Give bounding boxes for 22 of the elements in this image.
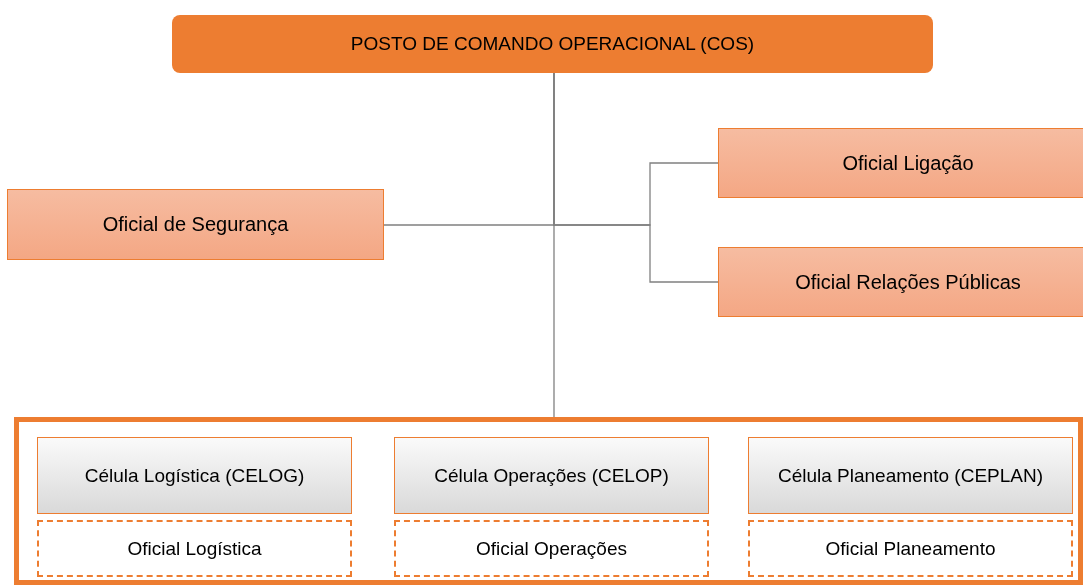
officer-box <box>7 189 384 260</box>
node-label: Célula Operações (CELOP) <box>433 464 670 487</box>
officer-box <box>718 128 1083 198</box>
cell-box <box>37 437 352 514</box>
node-label: Oficial de Segurança <box>101 213 290 236</box>
officer-box <box>748 520 1073 577</box>
node-label: Oficial Relações Públicas <box>794 270 1022 294</box>
officer-box <box>718 247 1083 317</box>
node-label: Oficial Planeamento <box>824 537 997 560</box>
officer-box <box>394 520 709 577</box>
node-label: Oficial Logística <box>126 537 263 560</box>
connector-line <box>553 72 555 418</box>
node-label: Célula Logística (CELOG) <box>83 464 306 487</box>
node-label: Oficial Operações <box>475 537 628 560</box>
command-box <box>172 15 933 73</box>
cell-box <box>748 437 1073 514</box>
node-label: Oficial Ligação <box>841 151 975 175</box>
node-label: POSTO DE COMANDO OPERACIONAL (COS) <box>349 33 756 55</box>
cell-group-frame <box>14 417 1083 585</box>
officer-box <box>37 520 352 577</box>
node-label: Célula Planeamento (CEPLAN) <box>776 464 1045 487</box>
cell-box <box>394 437 709 514</box>
